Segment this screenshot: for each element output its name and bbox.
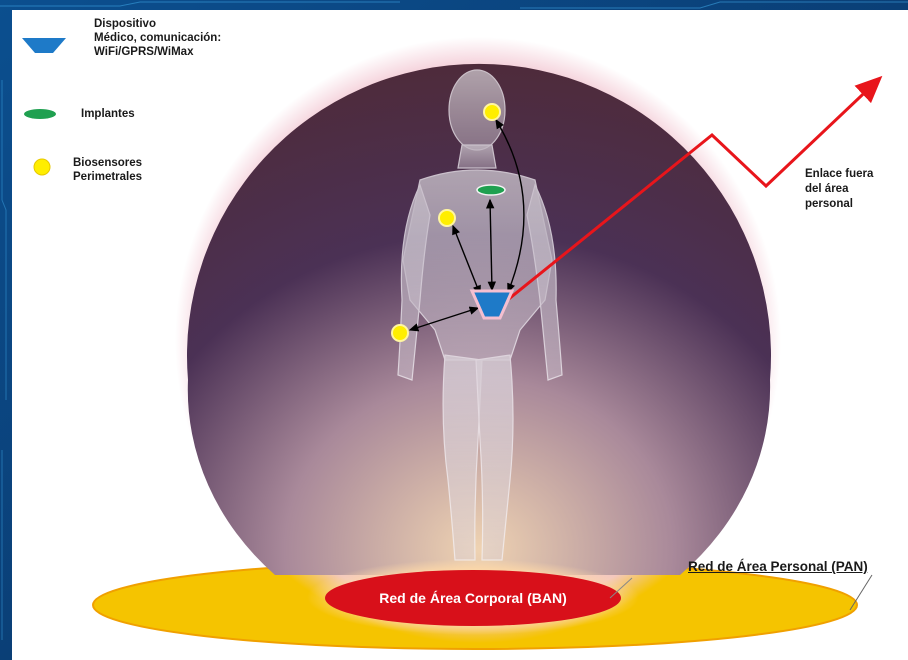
biosensor-chest-icon <box>439 210 455 226</box>
ban-label: Red de Área Corporal (BAN) <box>343 590 603 606</box>
external-link-label: Enlace fuera del área personal <box>805 167 873 212</box>
legend-device-icon <box>22 38 66 53</box>
legend-biosensor-icon <box>34 159 50 175</box>
legend-implants-label: Implantes <box>81 107 135 121</box>
biosensor-head-icon <box>484 104 500 120</box>
legend-device-label: Dispositivo Médico, comunicación: WiFi/G… <box>94 17 221 59</box>
legend-biosensors-label: Biosensores Perimetrales <box>73 156 142 184</box>
pan-leader-line <box>850 575 872 610</box>
biosensor-hand-icon <box>392 325 408 341</box>
pan-label: Red de Área Personal (PAN) <box>688 559 868 574</box>
implant-icon <box>477 185 505 195</box>
legend-implant-icon <box>24 109 56 119</box>
